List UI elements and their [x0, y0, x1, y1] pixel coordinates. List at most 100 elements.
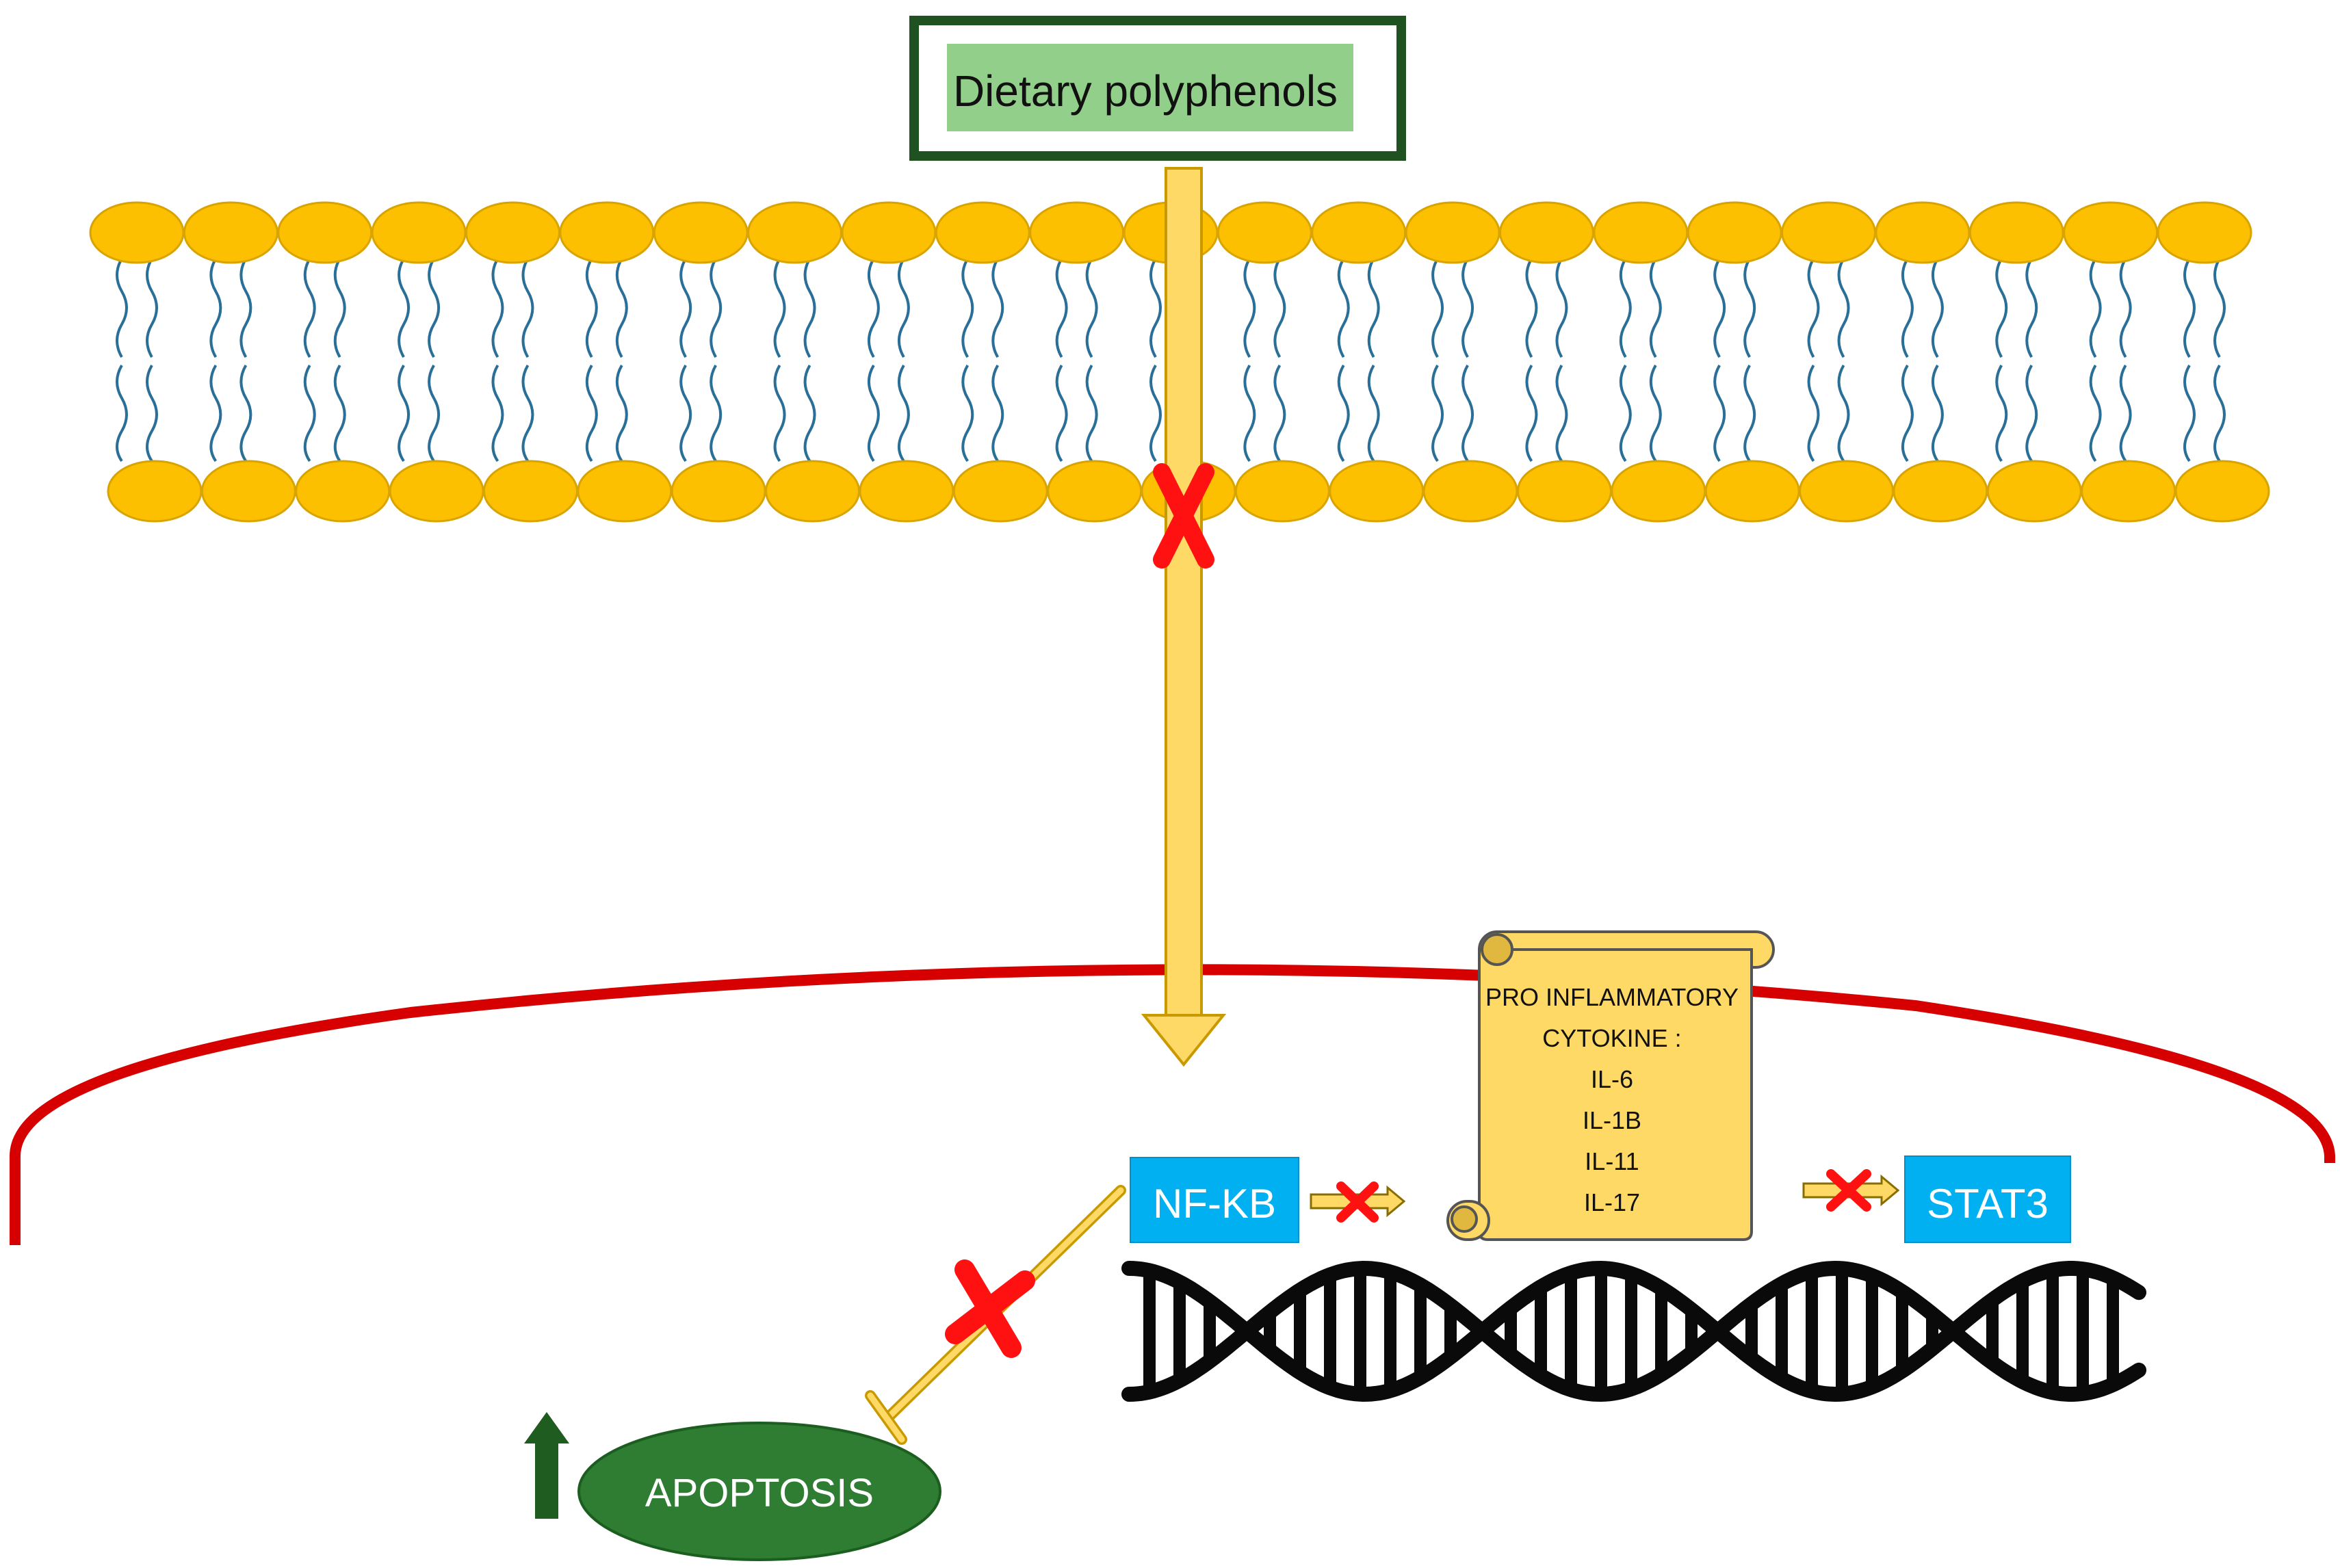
lipid-head	[1405, 201, 1500, 264]
lipid-head	[1893, 460, 1988, 523]
membrane-block-x-icon	[1153, 463, 1214, 569]
lipid-tail	[961, 364, 974, 462]
lipid-tail	[333, 257, 346, 358]
lipid-tail	[116, 257, 128, 358]
dietary-polyphenols-label: Dietary polyphenols	[953, 66, 1338, 116]
apoptosis-label: APOPTOSIS	[645, 1471, 874, 1515]
lipid-tail	[398, 257, 411, 358]
lipid-head	[1687, 201, 1782, 264]
lipid-head	[482, 460, 578, 523]
lipid-tail	[333, 364, 346, 462]
lipid-tail	[1555, 364, 1568, 462]
lipid-head	[1516, 460, 1612, 523]
lipid-tail	[1337, 364, 1350, 462]
lipid-tail	[239, 257, 252, 358]
lipid-tail	[2213, 364, 2226, 462]
lipid-tail	[1085, 364, 1098, 462]
apoptosis-block-x-icon	[945, 1259, 1035, 1358]
lipid-tail	[398, 364, 411, 462]
lipid-tail	[146, 364, 158, 462]
lipid-tail	[2183, 257, 2196, 358]
lipid-tail	[2119, 364, 2132, 462]
lipid-tail	[428, 364, 441, 462]
lipid-tail	[521, 257, 534, 358]
lipid-tail	[116, 364, 128, 462]
lipid-tail	[2089, 364, 2102, 462]
lipid-head	[89, 201, 185, 264]
lipid-head	[465, 201, 560, 264]
lipid-head	[2157, 201, 2252, 264]
lipid-tail	[679, 364, 692, 462]
lipid-head	[577, 460, 673, 523]
lipid-head	[295, 460, 391, 523]
cytokine-stat3-block-x-icon	[1826, 1169, 1871, 1212]
lipid-tail	[1555, 257, 1568, 358]
lipid-head	[1593, 201, 1689, 264]
lipid-head	[841, 201, 937, 264]
lipid-head	[1029, 201, 1125, 264]
nfkb-node: NF-KB	[1130, 1157, 1299, 1243]
lipid-tail	[2213, 257, 2226, 358]
lipid-head	[183, 201, 278, 264]
lipid-tail	[1243, 257, 1256, 358]
lipid-tail	[615, 257, 628, 358]
lipid-tail	[585, 364, 598, 462]
lipid-tail	[491, 257, 504, 358]
lipid-tail	[615, 364, 628, 462]
apoptosis-node: APOPTOSIS	[577, 1422, 941, 1561]
lipid-tail	[1149, 364, 1162, 462]
lipid-tail	[1995, 364, 2008, 462]
lipid-head	[859, 460, 954, 523]
lipid-tail	[1149, 257, 1162, 358]
lipid-tail	[803, 257, 816, 358]
lipid-tail	[1055, 364, 1068, 462]
lipid-head	[559, 201, 655, 264]
lipid-head	[1047, 460, 1143, 523]
dna-strand	[1121, 1260, 2146, 1402]
lipid-tail	[1085, 257, 1098, 358]
nuclear-membrane	[9, 964, 2335, 1245]
lipid-tail	[1273, 257, 1286, 358]
lipid-tail	[1461, 364, 1474, 462]
lipid-tail	[146, 257, 158, 358]
lipid-tail	[867, 364, 880, 462]
lipid-head	[1498, 201, 1594, 264]
nfkb-cytokine-block-x-icon	[1336, 1181, 1379, 1223]
lipid-head	[1311, 201, 1407, 264]
lipid-tail	[961, 257, 974, 358]
lipid-head	[277, 201, 373, 264]
lipid-tail	[1367, 364, 1380, 462]
scroll-line-6: IL-17	[1584, 1188, 1640, 1216]
lipid-tail	[1649, 364, 1662, 462]
scroll-line-3: IL-6	[1591, 1065, 1633, 1093]
lipid-head	[2081, 460, 2176, 523]
lipid-head	[1329, 460, 1425, 523]
lipid-tail	[521, 364, 534, 462]
lipid-tail	[209, 257, 222, 358]
lipid-tail	[1995, 257, 2008, 358]
lipid-tail	[209, 364, 222, 462]
dietary-polyphenols-box: Dietary polyphenols	[909, 16, 1406, 161]
lipid-tail	[1367, 257, 1380, 358]
lipid-tail	[2119, 257, 2132, 358]
lipid-tail	[1807, 364, 1820, 462]
lipid-tail	[1619, 364, 1632, 462]
lipid-tail	[773, 257, 786, 358]
lipid-tail	[428, 257, 441, 358]
scroll-line-5: IL-11	[1585, 1147, 1639, 1175]
lipid-tail	[1743, 364, 1756, 462]
lipid-tail	[1337, 257, 1350, 358]
lipid-head	[1799, 460, 1895, 523]
cytokine-to-stat3-arrow	[1802, 1169, 1900, 1212]
lipid-tail	[1055, 257, 1068, 358]
lipid-tail	[1619, 257, 1632, 358]
lipid-tail	[239, 364, 252, 462]
lipid-head	[2174, 460, 2270, 523]
lipid-head	[1217, 201, 1312, 264]
nfkb-apoptosis-inhibition	[865, 1185, 1126, 1445]
lipid-head	[1422, 460, 1518, 523]
lipid-tail	[1243, 364, 1256, 462]
stat3-node: STAT3	[1904, 1155, 2071, 1243]
lipid-tail	[1743, 257, 1756, 358]
